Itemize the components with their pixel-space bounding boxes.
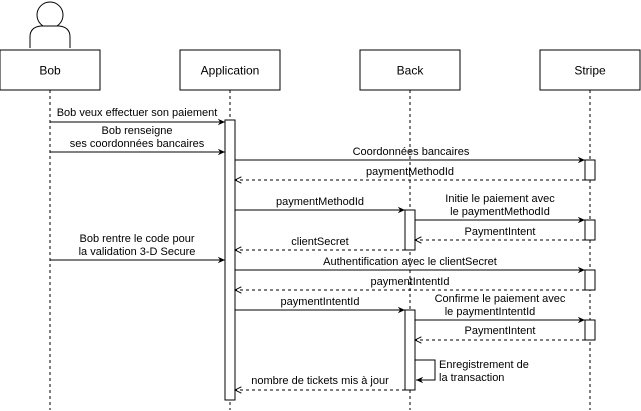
message-3-label: Coordonnées bancaires: [353, 146, 470, 158]
activation-app: [224, 119, 236, 401]
message-7: PaymentIntent: [415, 226, 585, 240]
message-11: paymentIntentId: [235, 276, 585, 290]
message-8: clientSecret: [235, 236, 405, 250]
message-4-label: paymentMethodId: [366, 166, 454, 178]
message-15-label-line-2: la transaction: [439, 372, 504, 384]
participant-application: Application: [179, 49, 281, 91]
message-10: Authentification avec le clientSecret: [235, 256, 585, 274]
message-10-label: Authentification avec le clientSecret: [323, 256, 497, 268]
activation-back-1: [404, 209, 416, 251]
message-3: Coordonnées bancaires: [235, 146, 585, 164]
message-14-label: PaymentIntent: [465, 325, 536, 337]
message-6-label-line-2: le paymentMethodId: [450, 206, 550, 218]
participant-application-label: Application: [201, 64, 260, 78]
participant-bob-label: Bob: [39, 64, 61, 78]
participant-back: Back: [359, 49, 461, 91]
message-5-label: paymentMethodId: [276, 196, 364, 208]
message-14: PaymentIntent: [415, 325, 585, 340]
message-12: paymentIntentId: [235, 296, 405, 314]
message-12-label: paymentIntentId: [281, 296, 360, 308]
message-15: Enregistrement de la transaction: [415, 359, 529, 384]
message-4: paymentMethodId: [235, 166, 585, 180]
message-8-label: clientSecret: [291, 236, 348, 248]
message-5: paymentMethodId: [235, 196, 405, 214]
message-13-label-line-1: Confirme le paiement avec: [435, 293, 566, 305]
activation-back-2: [404, 309, 416, 391]
activation-stripe-2: [584, 219, 596, 241]
bob-actor-icon: [29, 1, 71, 48]
participant-stripe: Stripe: [539, 49, 641, 91]
participant-stripe-label: Stripe: [574, 64, 606, 78]
message-13-label-line-2: le paymentIntentId: [445, 306, 536, 318]
message-9-label-line-2: la validation 3-D Secure: [79, 246, 196, 258]
message-1-label: Bob veux effectuer son paiement: [57, 107, 218, 119]
message-9: Bob rentre le code pour la validation 3-…: [50, 233, 225, 264]
message-2: Bob renseigne ses coordonnées bancaires: [50, 125, 225, 156]
message-6: Initie le paiement avec le paymentMethod…: [415, 193, 585, 224]
activations: [224, 119, 596, 401]
message-2-label-line-1: Bob renseigne: [102, 125, 173, 137]
message-15-label-line-1: Enregistrement de: [439, 359, 529, 371]
participant-bob: Bob: [0, 49, 101, 91]
activation-stripe-3: [584, 269, 596, 291]
message-16: nombre de tickets mis à jour: [235, 375, 405, 390]
message-1: Bob veux effectuer son paiement: [50, 107, 225, 126]
activation-stripe-1: [584, 159, 596, 181]
message-16-label: nombre de tickets mis à jour: [251, 375, 389, 387]
message-13: Confirme le paiement avec le paymentInte…: [415, 293, 585, 324]
participant-back-label: Back: [397, 64, 425, 78]
message-2-label-line-2: ses coordonnées bancaires: [70, 138, 205, 150]
message-9-label-line-1: Bob rentre le code pour: [80, 233, 195, 245]
message-6-label-line-1: Initie le paiement avec: [445, 193, 555, 205]
message-11-label: paymentIntentId: [371, 276, 450, 288]
message-7-label: PaymentIntent: [465, 226, 536, 238]
activation-stripe-4: [584, 319, 596, 341]
